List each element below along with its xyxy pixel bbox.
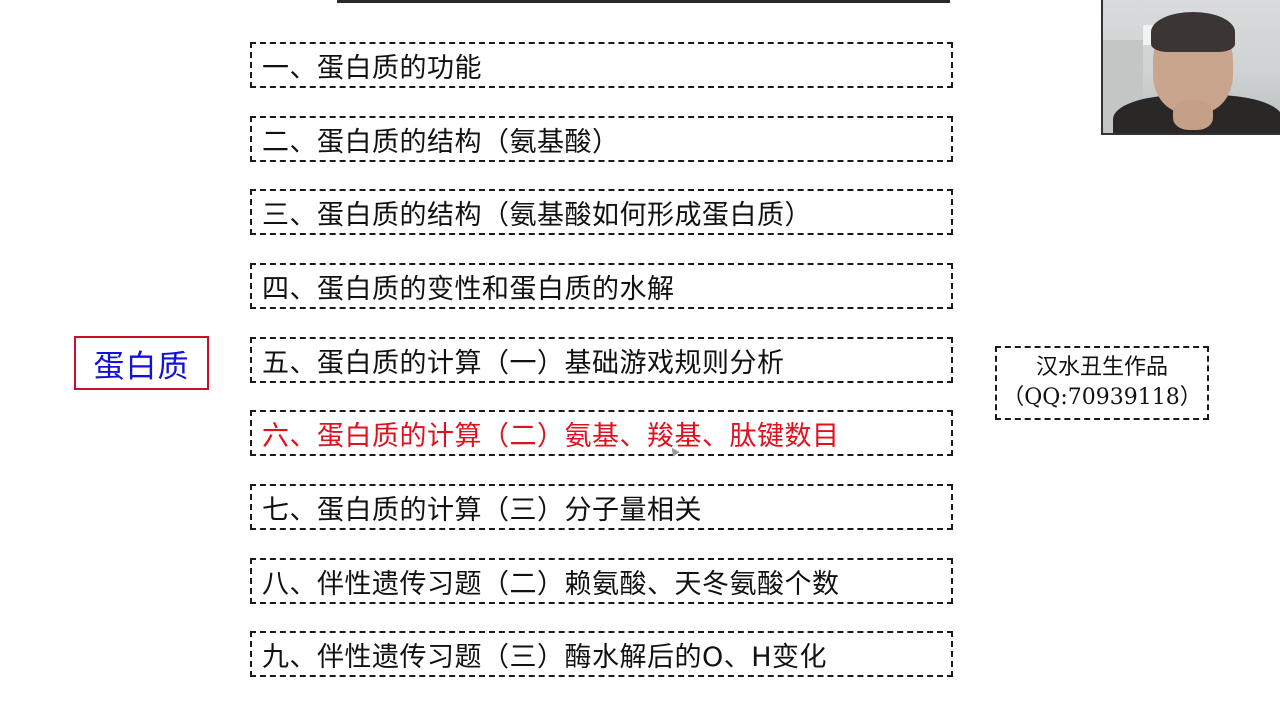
topic-item-1[interactable]: 一、蛋白质的功能 [250, 42, 953, 88]
topic-label: 四、蛋白质的变性和蛋白质的水解 [262, 273, 675, 305]
author-credit-box: 汉水丑生作品 （QQ:70939118） [995, 346, 1209, 420]
topic-item-2[interactable]: 二、蛋白质的结构（氨基酸） [250, 116, 953, 162]
author-credit-qq: （QQ:70939118） [1002, 385, 1202, 410]
topic-item-9[interactable]: 九、伴性遗传习题（三）酶水解后的O、H变化 [250, 631, 953, 677]
top-bar-divider [337, 0, 950, 3]
topic-label: 八、伴性遗传习题（二）赖氨酸、天冬氨酸个数 [262, 568, 840, 600]
topic-item-4[interactable]: 四、蛋白质的变性和蛋白质的水解 [250, 263, 953, 309]
topic-item-3[interactable]: 三、蛋白质的结构（氨基酸如何形成蛋白质） [250, 189, 953, 235]
main-topic-label: 蛋白质 [74, 336, 209, 390]
topic-label: 六、蛋白质的计算（二）氨基、羧基、肽键数目 [262, 420, 840, 452]
topic-item-5[interactable]: 五、蛋白质的计算（一）基础游戏规则分析 [250, 337, 953, 383]
topic-item-7[interactable]: 七、蛋白质的计算（三）分子量相关 [250, 484, 953, 530]
topic-label: 五、蛋白质的计算（一）基础游戏规则分析 [262, 347, 785, 379]
topic-label: 一、蛋白质的功能 [262, 52, 482, 84]
topic-label: 七、蛋白质的计算（三）分子量相关 [262, 494, 702, 526]
webcam-presenter-hair [1151, 12, 1235, 52]
topic-item-6-active[interactable]: 六、蛋白质的计算（二）氨基、羧基、肽键数目 [250, 410, 953, 456]
topic-label: 二、蛋白质的结构（氨基酸） [262, 126, 620, 158]
author-credit-name: 汉水丑生作品 [1035, 355, 1168, 380]
webcam-presenter-hand [1173, 100, 1213, 130]
main-topic-text: 蛋白质 [93, 348, 190, 385]
topic-label: 九、伴性遗传习题（三）酶水解后的O、H变化 [262, 641, 828, 673]
webcam-overlay[interactable] [1101, 0, 1280, 135]
topic-item-8[interactable]: 八、伴性遗传习题（二）赖氨酸、天冬氨酸个数 [250, 558, 953, 604]
topic-label: 三、蛋白质的结构（氨基酸如何形成蛋白质） [262, 199, 812, 231]
